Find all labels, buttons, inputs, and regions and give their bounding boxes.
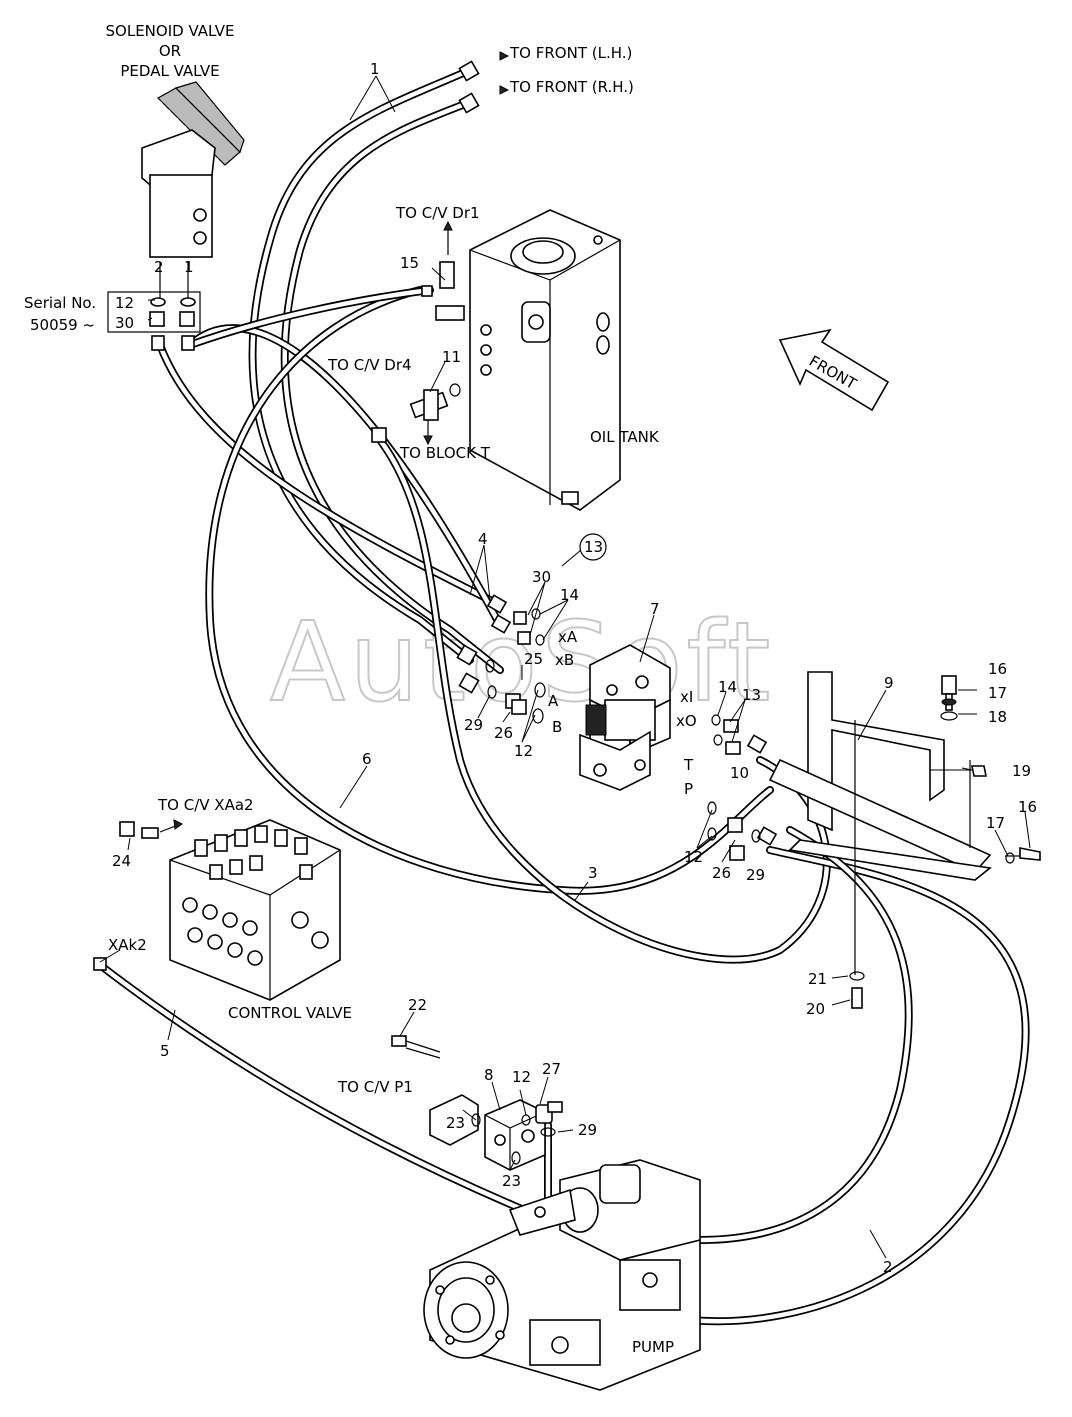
callout-16: 16: [1018, 798, 1037, 816]
label-to-cv-p1: TO C/V P1: [337, 1078, 413, 1096]
label-to-cv-xaa2: TO C/V XAa2: [157, 796, 254, 814]
callout-8: 8: [484, 1066, 494, 1084]
label-to-cv-dr4: TO C/V Dr4: [327, 356, 412, 374]
label-serial-line2: 50059 ~: [30, 316, 95, 334]
callout-17: 17: [988, 684, 1007, 702]
callout-23: 23: [446, 1114, 465, 1132]
control-valve: [119, 819, 341, 1001]
hose-fittings: [93, 60, 778, 971]
label-pump: PUMP: [632, 1338, 674, 1356]
label-serial-line1: Serial No.: [24, 294, 96, 312]
callout-19: 19: [1012, 762, 1031, 780]
callout-1: 1: [184, 258, 194, 276]
callout-6: 6: [362, 750, 372, 768]
callout-26: 26: [494, 724, 513, 742]
callout-25: 25: [524, 650, 543, 668]
callout-13: 13: [742, 686, 761, 704]
callout-1: 1: [370, 60, 380, 78]
label-to-front-lh: TO FRONT (L.H.): [509, 44, 632, 62]
callout-16: 16: [988, 660, 1007, 678]
callout-27: 27: [542, 1060, 561, 1078]
callout-12: 12: [512, 1068, 531, 1086]
label-port-xi: xI: [680, 688, 693, 706]
label-xak2: XAk2: [108, 936, 147, 954]
callout-29: 29: [578, 1121, 597, 1139]
front-direction-arrow: [778, 328, 890, 412]
block-fittings: [485, 608, 761, 861]
hose-group: [96, 66, 1030, 1326]
valve-block-7: [579, 644, 671, 791]
pump-assembly: [423, 1159, 701, 1391]
label-to-block-t: TO BLOCK T: [399, 444, 491, 462]
hose-2-inner: [696, 826, 913, 1244]
callout-15: 15: [400, 254, 419, 272]
label-solenoid-line2: OR: [159, 42, 181, 60]
block-8: [391, 1035, 563, 1171]
callout-26: 26: [712, 864, 731, 882]
hose-dr4: [186, 286, 434, 349]
callout-12: 12: [115, 294, 134, 312]
callout-14: 14: [560, 586, 579, 604]
label-port-b: B: [552, 718, 562, 736]
label-to-front-rh: TO FRONT (R.H.): [509, 78, 634, 96]
tee-fitting-15: [435, 220, 465, 321]
callout-30: 30: [532, 568, 551, 586]
callout-2: 2: [883, 1258, 893, 1276]
bracket-9: [768, 671, 1041, 1009]
callout-2: 2: [154, 258, 164, 276]
callout-20: 20: [806, 1000, 825, 1018]
callout-12: 12: [684, 848, 703, 866]
callout-22: 22: [408, 996, 427, 1014]
label-port-p: P: [684, 780, 693, 798]
callout-29: 29: [746, 866, 765, 884]
callout-29: 29: [464, 716, 483, 734]
callout-4: 4: [478, 530, 488, 548]
label-solenoid-line3: PEDAL VALVE: [120, 62, 219, 80]
callout-13-circled: 13: [584, 538, 603, 556]
callout-17: 17: [986, 814, 1005, 832]
arrow-icon: [499, 85, 510, 95]
arrow-icon: [499, 51, 510, 61]
solenoid-pedal-valve: [141, 81, 245, 298]
label-control-valve: CONTROL VALVE: [228, 1004, 352, 1022]
label-port-xo: xO: [676, 712, 697, 730]
label-port-xa: xA: [558, 628, 578, 646]
leader-lines: [99, 75, 1031, 1259]
callout-23: 23: [502, 1172, 521, 1190]
callout-11: 11: [442, 348, 461, 366]
callout-9: 9: [884, 674, 894, 692]
callout-14: 14: [718, 678, 737, 696]
label-port-t: T: [683, 756, 694, 774]
callout-30: 30: [115, 314, 134, 332]
label-to-cv-dr1: TO C/V Dr1: [395, 204, 480, 222]
label-oil-tank: OIL TANK: [590, 428, 660, 446]
callout-13-circle: [579, 533, 607, 561]
callout-numbers: 1 1 2 2 3 4 5 6 7 8 9 10 11 12 12 12 12 …: [112, 60, 1037, 1276]
tee-fitting-11: [409, 383, 461, 446]
oil-tank: [469, 209, 621, 511]
callout-7: 7: [650, 600, 660, 618]
callout-5: 5: [160, 1042, 170, 1060]
callout-21: 21: [808, 970, 827, 988]
label-port-a: A: [548, 692, 559, 710]
callout-3: 3: [588, 864, 598, 882]
callout-12: 12: [514, 742, 533, 760]
serial-box: [107, 291, 201, 333]
label-solenoid-line1: SOLENOID VALVE: [106, 22, 235, 40]
callout-10: 10: [730, 764, 749, 782]
callout-18: 18: [988, 708, 1007, 726]
text-labels: SOLENOID VALVE OR PEDAL VALVE TO FRONT (…: [24, 22, 860, 1356]
callout-24: 24: [112, 852, 131, 870]
label-port-xb: xB: [555, 651, 574, 669]
